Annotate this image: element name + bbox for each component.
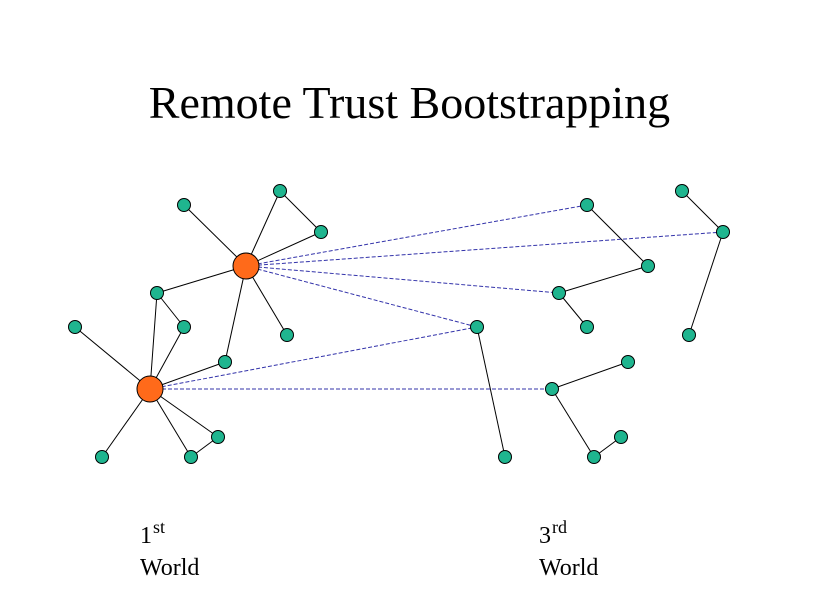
first-world-label: 1st World [140,518,199,580]
remote-trust-link [245,265,560,294]
local-link [558,265,649,294]
peer-node [580,198,594,212]
local-link [183,204,247,267]
local-link [681,190,724,233]
peer-node [675,184,689,198]
peer-node [641,259,655,273]
first-world-word: World [140,555,200,581]
local-link [245,231,322,267]
remote-trust-link [245,265,478,328]
local-link [149,388,219,438]
local-link [224,265,247,363]
local-link [156,265,247,294]
local-link [551,361,629,390]
peer-node [498,450,512,464]
peer-node [621,355,635,369]
third-world-ordinal: 3rd [539,518,598,548]
local-link [245,190,281,267]
local-link [551,388,595,458]
local-link [558,292,588,328]
hub-node [136,375,164,403]
third-world-label: 3rd World [539,518,598,580]
third-world-suffix: rd [552,517,567,537]
remote-trust-link [245,231,724,267]
peer-node [211,430,225,444]
local-link [586,204,649,267]
edges [74,190,724,458]
peer-node [470,320,484,334]
peer-node [580,320,594,334]
local-link [101,388,151,458]
third-world-number: 3 [539,523,551,549]
local-link [74,326,151,390]
peer-node [682,328,696,342]
peer-node [177,198,191,212]
slide-title: Remote Trust Bootstrapping [148,77,671,128]
peer-node [95,450,109,464]
local-link [476,326,506,458]
peer-node [716,225,730,239]
peer-node [273,184,287,198]
first-world-suffix: st [153,517,166,537]
peer-node [218,355,232,369]
local-link [688,231,724,336]
remote-trust-link [245,204,588,267]
peer-node [545,382,559,396]
third-world-word: World [539,555,599,581]
local-link [279,190,322,233]
peer-node [314,225,328,239]
peer-node [587,450,601,464]
peer-node [280,328,294,342]
peer-node [68,320,82,334]
peer-node [177,320,191,334]
local-link [156,292,185,328]
peer-node [552,286,566,300]
local-link [149,292,158,390]
first-world-number: 1 [140,523,152,549]
nodes [68,184,730,464]
hub-node [232,252,260,280]
remote-trust-link [149,326,478,390]
peer-node [150,286,164,300]
peer-node [184,450,198,464]
peer-node [614,430,628,444]
first-world-ordinal: 1st [140,518,199,548]
